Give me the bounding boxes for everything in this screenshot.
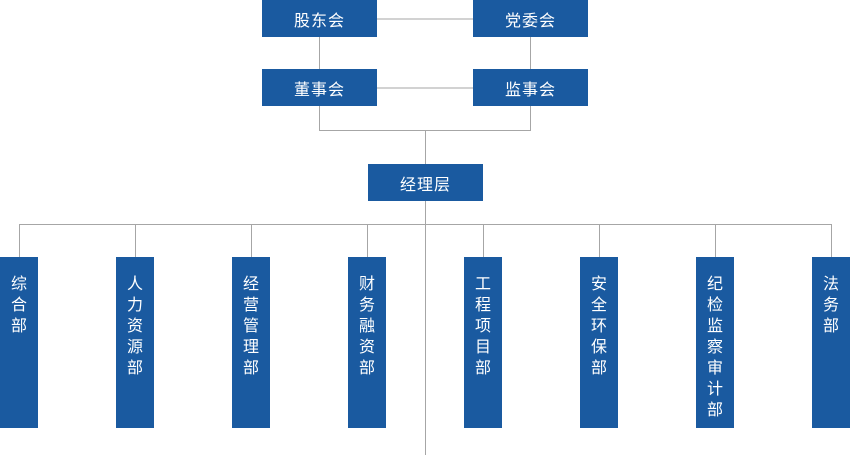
department-box: 综合部: [0, 257, 38, 428]
department-label: 纪检监察审计部: [706, 274, 723, 419]
party-committee-label: 党委会: [504, 10, 556, 30]
department-label: 财务融资部: [358, 274, 375, 377]
department-label: 工程项目部: [474, 274, 491, 377]
department-label: 安全环保部: [590, 274, 607, 377]
management-label: 经理层: [399, 174, 451, 194]
board-of-supervisors-label: 监事会: [504, 79, 556, 99]
department-label: 经营管理部: [242, 274, 259, 377]
department-box: 财务融资部: [348, 257, 386, 428]
board-of-directors-box: 董事会: [262, 69, 377, 106]
department-label: 法务部: [822, 274, 839, 335]
board-of-directors-label: 董事会: [293, 79, 345, 99]
department-box: 安全环保部: [580, 257, 618, 428]
board-of-supervisors-box: 监事会: [473, 69, 588, 106]
shareholders-meeting-box: 股东会: [262, 0, 377, 37]
shareholders-meeting-label: 股东会: [293, 10, 345, 30]
department-box: 人力资源部: [116, 257, 154, 428]
department-box: 经营管理部: [232, 257, 270, 428]
department-box: 工程项目部: [464, 257, 502, 428]
department-label: 综合部: [10, 274, 27, 335]
management-box: 经理层: [368, 164, 483, 201]
party-committee-box: 党委会: [473, 0, 588, 37]
department-box: 纪检监察审计部: [696, 257, 734, 428]
department-label: 人力资源部: [126, 274, 143, 377]
department-box: 法务部: [812, 257, 850, 428]
